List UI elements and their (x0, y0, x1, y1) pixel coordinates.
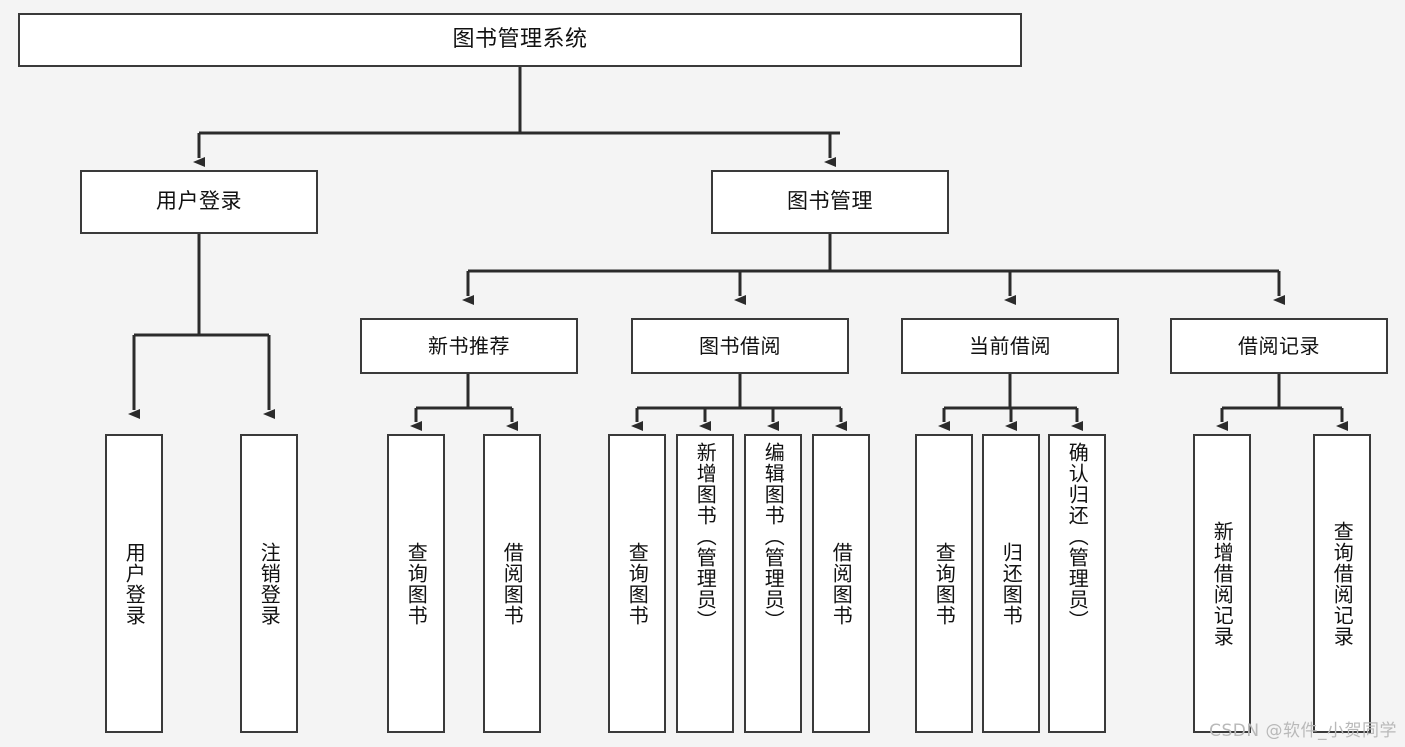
node-user-login[interactable]: 用户登录 (80, 170, 318, 234)
node-leaf-add-borrow-record-label: 新增借阅记录 (1210, 520, 1235, 647)
node-leaf-query-book-1[interactable]: 查询图书 (387, 434, 445, 733)
node-user-login-label: 用户登录 (156, 189, 242, 214)
node-borrow-record[interactable]: 借阅记录 (1170, 318, 1388, 374)
node-leaf-confirm-return-admin-label: 确认归还（管理员） (1065, 442, 1090, 631)
node-leaf-user-login-label: 用户登录 (122, 541, 147, 626)
node-book-management[interactable]: 图书管理 (711, 170, 949, 234)
node-leaf-borrow-book-2[interactable]: 借阅图书 (812, 434, 870, 733)
node-root-system[interactable]: 图书管理系统 (18, 13, 1022, 67)
node-current-borrow[interactable]: 当前借阅 (901, 318, 1119, 374)
node-new-book-recommend-label: 新书推荐 (428, 333, 510, 358)
node-leaf-borrow-book-1-label: 借阅图书 (500, 541, 525, 626)
node-leaf-query-book-2-label: 查询图书 (625, 541, 650, 626)
node-root-system-label: 图书管理系统 (452, 26, 588, 52)
node-leaf-query-book-3-label: 查询图书 (932, 541, 957, 626)
node-new-book-recommend[interactable]: 新书推荐 (360, 318, 578, 374)
node-book-borrow[interactable]: 图书借阅 (631, 318, 849, 374)
node-leaf-query-borrow-record-label: 查询借阅记录 (1330, 520, 1355, 647)
node-leaf-edit-book-admin-label: 编辑图书（管理员） (761, 442, 786, 631)
node-leaf-user-logout-label: 注销登录 (257, 541, 282, 626)
node-leaf-return-book[interactable]: 归还图书 (982, 434, 1040, 733)
node-leaf-user-login[interactable]: 用户登录 (105, 434, 163, 733)
node-leaf-query-book-2[interactable]: 查询图书 (608, 434, 666, 733)
node-current-borrow-label: 当前借阅 (969, 333, 1051, 358)
node-book-management-label: 图书管理 (787, 189, 873, 214)
node-leaf-query-book-3[interactable]: 查询图书 (915, 434, 973, 733)
node-leaf-add-book-admin[interactable]: 新增图书（管理员） (676, 434, 734, 733)
node-leaf-query-book-1-label: 查询图书 (404, 541, 429, 626)
node-leaf-edit-book-admin[interactable]: 编辑图书（管理员） (744, 434, 802, 733)
node-leaf-add-borrow-record[interactable]: 新增借阅记录 (1193, 434, 1251, 733)
node-leaf-return-book-label: 归还图书 (999, 541, 1024, 626)
watermark-text: CSDN @软件_小贺同学 (1209, 721, 1397, 741)
node-leaf-borrow-book-2-label: 借阅图书 (829, 541, 854, 626)
node-leaf-confirm-return-admin[interactable]: 确认归还（管理员） (1048, 434, 1106, 733)
node-borrow-record-label: 借阅记录 (1238, 333, 1320, 358)
node-leaf-add-book-admin-label: 新增图书（管理员） (693, 442, 718, 631)
node-leaf-user-logout[interactable]: 注销登录 (240, 434, 298, 733)
node-leaf-borrow-book-1[interactable]: 借阅图书 (483, 434, 541, 733)
node-book-borrow-label: 图书借阅 (699, 333, 781, 358)
node-leaf-query-borrow-record[interactable]: 查询借阅记录 (1313, 434, 1371, 733)
